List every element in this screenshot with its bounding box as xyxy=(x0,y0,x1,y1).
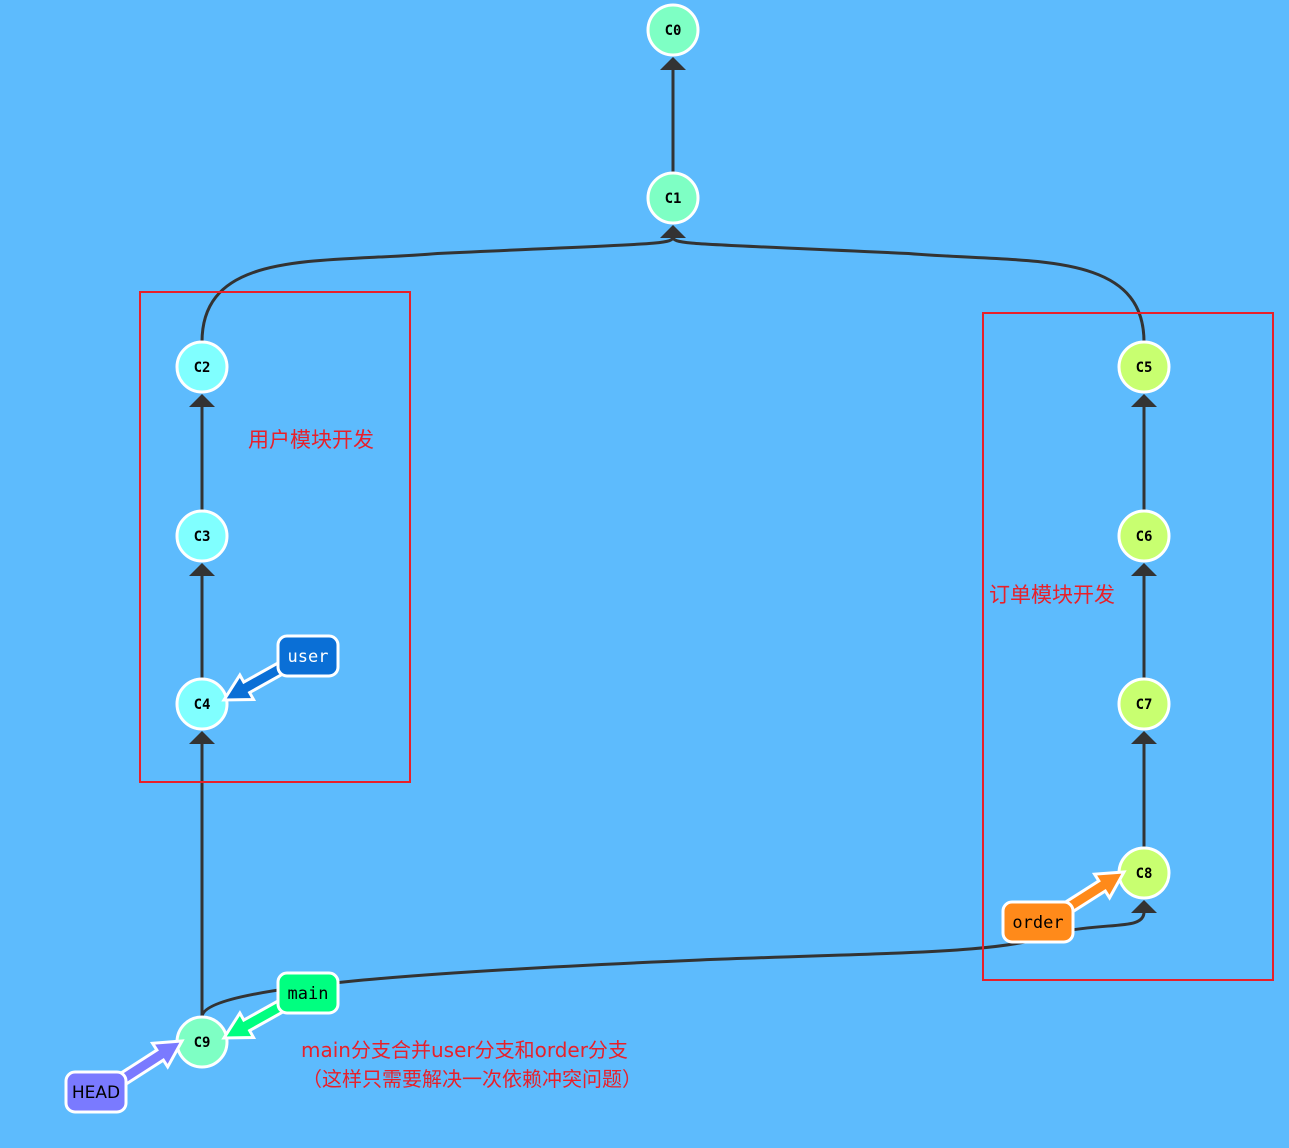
commit-circle[interactable] xyxy=(646,3,700,57)
user-module-note: 用户模块开发 xyxy=(248,428,374,452)
commit-circle[interactable] xyxy=(1117,340,1171,394)
arrowhead-C1-C0 xyxy=(660,57,686,70)
commit-C9[interactable]: C9 xyxy=(175,1015,229,1069)
edge-C5-C1 xyxy=(671,236,1146,343)
commit-label: C9 xyxy=(194,1035,211,1051)
ref-order-box[interactable] xyxy=(1001,900,1075,944)
arrowhead-C3-C2 xyxy=(189,394,215,407)
arrowhead-C9-C4 xyxy=(189,731,215,744)
commit-C5[interactable]: C5 xyxy=(1117,340,1171,394)
commit-label: C7 xyxy=(1136,697,1153,713)
order-module-box xyxy=(982,312,1274,981)
order-module-note: 订单模块开发 xyxy=(989,583,1115,607)
commit-label: C1 xyxy=(665,191,682,207)
commit-C2[interactable]: C2 xyxy=(175,340,229,394)
user-module-box xyxy=(139,291,411,783)
ref-user-box[interactable] xyxy=(276,634,340,678)
commit-C4[interactable]: C4 xyxy=(175,677,229,731)
ref-main-label: main xyxy=(288,984,329,1004)
ref-main-box[interactable] xyxy=(276,971,340,1015)
commit-circle[interactable] xyxy=(1117,677,1171,731)
commit-label: C4 xyxy=(194,697,211,713)
ref-main[interactable]: main xyxy=(221,971,340,1040)
ref-HEAD-box[interactable] xyxy=(64,1070,128,1114)
arrowhead-C6-C5 xyxy=(1131,394,1157,407)
arrowhead-C7-C6 xyxy=(1131,563,1157,576)
commit-label: C0 xyxy=(665,23,682,39)
ref-user-label: user xyxy=(288,647,329,667)
commit-circle[interactable] xyxy=(175,677,229,731)
commit-C0[interactable]: C0 xyxy=(646,3,700,57)
commit-label: C6 xyxy=(1136,529,1153,545)
commit-C3[interactable]: C3 xyxy=(175,509,229,563)
ref-HEAD-label: HEAD xyxy=(72,1083,120,1103)
commit-label: C8 xyxy=(1136,866,1153,882)
commit-circle[interactable] xyxy=(175,340,229,394)
ref-order[interactable]: order xyxy=(1001,870,1127,944)
commit-label: C3 xyxy=(194,529,211,545)
commit-label: C5 xyxy=(1136,360,1153,376)
edge-C2-C1 xyxy=(200,236,675,343)
commit-circle[interactable] xyxy=(175,509,229,563)
commit-C6[interactable]: C6 xyxy=(1117,509,1171,563)
ref-HEAD[interactable]: HEAD xyxy=(64,1039,185,1114)
merge-note-line1: main分支合并user分支和order分支 xyxy=(301,1038,628,1062)
commit-circle[interactable] xyxy=(1117,509,1171,563)
commit-C7[interactable]: C7 xyxy=(1117,677,1171,731)
commit-C1[interactable]: C1 xyxy=(646,171,700,225)
arrowhead-C8-C7 xyxy=(1131,731,1157,744)
ref-user[interactable]: user xyxy=(221,634,340,702)
merge-note-line2: （这样只需要解决一次依赖冲突问题） xyxy=(302,1067,642,1091)
commit-circle[interactable] xyxy=(646,171,700,225)
commit-label: C2 xyxy=(194,360,211,376)
ref-order-label: order xyxy=(1012,913,1063,933)
arrowhead-C9-C8 xyxy=(1131,900,1157,913)
arrowhead-C4-C3 xyxy=(189,563,215,576)
arrowhead-C2-C1 xyxy=(660,225,686,238)
edges-layer xyxy=(189,57,1157,1018)
